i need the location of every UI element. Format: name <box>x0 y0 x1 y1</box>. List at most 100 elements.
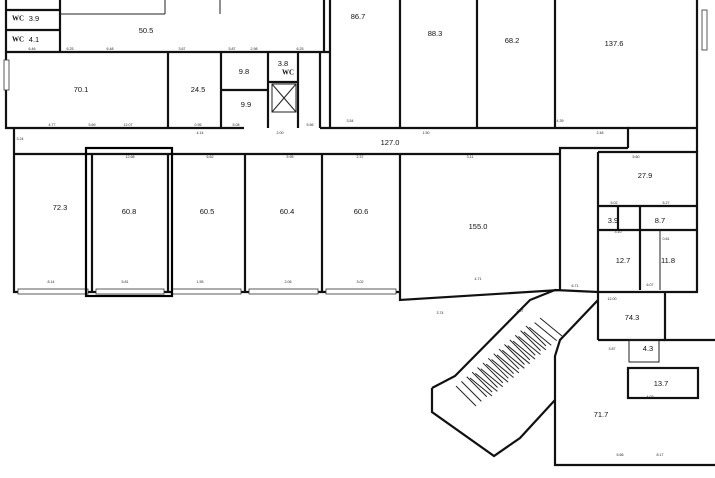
stair-tread <box>461 381 482 402</box>
dimension-label: 5.87 <box>229 47 236 51</box>
stair-tread <box>475 372 498 392</box>
stair-tread <box>496 354 520 374</box>
stair-tread <box>534 322 557 342</box>
stair-tread <box>480 368 504 388</box>
stair-tread <box>487 357 509 379</box>
windows <box>3 9 708 295</box>
dimension-label: 6.25 <box>297 47 304 51</box>
room-area-3-9b: 3.9 <box>608 216 618 225</box>
room-area-60-6: 60.6 <box>354 207 369 216</box>
room-area-137-6: 137.6 <box>605 39 624 48</box>
stair-tread <box>482 362 504 384</box>
stair-tread <box>520 330 541 351</box>
stair-tread <box>518 336 541 355</box>
dimension-label: 5.27 <box>663 201 670 205</box>
room-area-24-5: 24.5 <box>191 85 206 94</box>
room-area-88-3: 88.3 <box>428 29 443 38</box>
dimension-label: 4.03 <box>647 395 654 399</box>
dimension-label: 6.71 <box>572 284 579 288</box>
dimension-label: 6.62 <box>207 155 214 159</box>
dimension-label: 4.71 <box>475 277 482 281</box>
stair-tread <box>507 345 531 365</box>
dimension-label: 4.39 <box>557 119 564 123</box>
stair-tread <box>525 325 547 347</box>
dimension-label: 6.46 <box>29 47 36 51</box>
dimension-label: 2.06 <box>285 280 292 284</box>
dimension-label: 2.00 <box>277 131 284 135</box>
stair-tread <box>539 317 563 337</box>
room-area-71-7: 71.7 <box>594 410 609 419</box>
dimension-label: 6.25 <box>67 47 74 51</box>
stair-tread <box>477 367 498 388</box>
room-area-155-0: 155.0 <box>469 222 488 231</box>
dimension-label: 0.61 <box>663 237 670 241</box>
dimension-label: 2.98 <box>251 47 258 51</box>
dimension-label: 12.07 <box>124 123 133 127</box>
dimension-label: 5.69 <box>89 123 96 127</box>
dimension-label: 3.02 <box>357 280 364 284</box>
stair-tread <box>471 371 493 393</box>
room-area-4-3: 4.3 <box>643 344 653 353</box>
stair-tread <box>491 359 514 378</box>
dimension-label: 5.95 <box>287 155 294 159</box>
room-area-12-7: 12.7 <box>616 256 631 265</box>
dimension-label: 4.77 <box>49 123 56 127</box>
room-area-60-5: 60.5 <box>200 207 215 216</box>
stair-tread <box>514 334 536 356</box>
dimension-label: 5.66 <box>617 453 624 457</box>
room-area-50-5: 50.5 <box>139 26 154 35</box>
room-area-70-1: 70.1 <box>74 85 89 94</box>
room-area-68-2: 68.2 <box>505 36 520 45</box>
room-area-3-8: 3.8 <box>278 59 288 68</box>
stair-tread <box>504 344 525 365</box>
room-area-9-8: 9.8 <box>239 67 249 76</box>
dimension-label: 3.10 <box>615 230 622 234</box>
room-area-86-7: 86.7 <box>351 12 366 21</box>
dimension-label: 4.14 <box>197 131 204 135</box>
room-area-8-7: 8.7 <box>655 216 665 225</box>
room-wc-label: WC <box>12 15 24 23</box>
room-wc-label: WC <box>282 69 294 77</box>
dimension-label: 5.56 <box>307 123 314 127</box>
stair-tread <box>455 385 477 407</box>
dimension-label: 5.81 <box>122 280 129 284</box>
dimension-label: 0.95 <box>195 123 202 127</box>
room-area-60-8: 60.8 <box>122 207 137 216</box>
dimension-label: 1.50 <box>423 131 430 135</box>
stair-tread <box>512 340 536 360</box>
stair-tread <box>509 339 531 361</box>
room-area-11-8: 11.8 <box>661 256 675 265</box>
stair-tread <box>523 331 547 351</box>
stair-tread <box>466 376 488 398</box>
dimension-label: 3.24 <box>17 137 24 141</box>
room-area-74-3: 74.3 <box>625 313 640 322</box>
dimension-label: 1.55 <box>197 280 204 284</box>
room-area-27-9: 27.9 <box>638 171 653 180</box>
dimension-label: 8.17 <box>657 453 664 457</box>
dimension-label: 2.48 <box>597 131 604 135</box>
room-area-4-1: 4.1 <box>29 35 39 44</box>
dimension-label: 5.02 <box>611 201 618 205</box>
stair-tread <box>469 377 493 397</box>
room-area-60-4: 60.4 <box>280 207 295 216</box>
room-area-9-9: 9.9 <box>241 100 251 109</box>
dimension-label: 12.68 <box>126 155 135 159</box>
stair-tread <box>498 348 520 370</box>
dimension-label: 8.14 <box>48 280 55 284</box>
room-wc-label: WC <box>12 36 24 44</box>
dimension-label: 6.48 <box>107 47 114 51</box>
dimension-label: 3.54 <box>347 119 354 123</box>
dimension-label: 6.07 <box>647 283 654 287</box>
stair-tread <box>485 363 509 383</box>
dimension-label: 5.60 <box>633 155 640 159</box>
stair-tread <box>528 326 552 346</box>
highlight-frame-60-8 <box>84 146 174 298</box>
dimension-label: 12.00 <box>608 297 617 301</box>
dimension-label: 2.37 <box>357 155 364 159</box>
dimension-label: 2.07 <box>517 309 524 313</box>
room-area-127-0: 127.0 <box>381 138 400 147</box>
room-labels: WC 3.9 WC 4.1 50.5 86.7 88.3 68.2 137.6 … <box>12 12 675 419</box>
dimension-label: 3.74 <box>437 311 444 315</box>
